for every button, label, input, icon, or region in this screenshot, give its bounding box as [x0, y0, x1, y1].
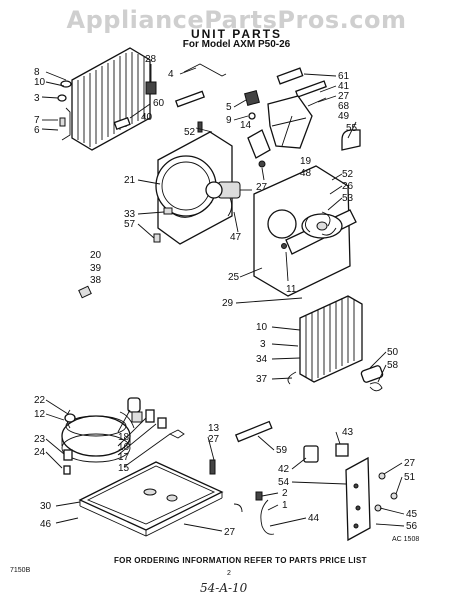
ordering-footer: FOR ORDERING INFORMATION REFER TO PARTS … — [114, 556, 367, 565]
callout-19: 19 — [300, 156, 312, 167]
callout-42: 42 — [278, 464, 290, 475]
callout-3: 3 — [34, 93, 40, 104]
callout-53: 53 — [342, 193, 354, 204]
gasket-part-61 — [276, 67, 304, 85]
bracket-assembly-14 — [247, 95, 313, 159]
rod-part-4 — [183, 63, 227, 77]
callout-15: 15 — [118, 463, 130, 474]
page-number: 2 — [227, 570, 231, 577]
callout-55: 55 — [346, 123, 358, 134]
callout-22: 22 — [34, 395, 46, 406]
callout-52: 52 — [184, 127, 196, 138]
callout-11: 11 — [286, 284, 297, 295]
callout-47: 47 — [230, 232, 242, 243]
callout-30: 30 — [40, 501, 52, 512]
control-panel — [345, 456, 371, 542]
strip-part — [174, 90, 206, 108]
callout-8: 8 — [34, 67, 40, 78]
callout-39: 39 — [90, 263, 102, 274]
callout-10: 10 — [34, 77, 46, 88]
callout-16: 16 — [118, 442, 130, 453]
condenser-fan-blade — [301, 211, 343, 239]
callout-61: 61 — [338, 71, 350, 82]
callout-51: 51 — [404, 472, 416, 483]
callout-43: 43 — [342, 427, 354, 438]
callout-27: 27 — [256, 182, 268, 193]
callout-numbers: 8 10 3 7 6 28 60 40 4 52 61 41 27 68 49 … — [34, 54, 418, 538]
callout-34: 34 — [256, 354, 268, 365]
callout-27: 27 — [224, 527, 236, 538]
callout-27: 27 — [208, 434, 220, 445]
callout-1: 1 — [282, 500, 288, 511]
callout-46: 46 — [40, 519, 52, 530]
callout-58: 58 — [387, 360, 399, 371]
form-code: 7150B — [10, 567, 31, 574]
base-pan — [78, 461, 224, 537]
diagram-subtitle: For Model AXM P50-26 — [182, 39, 291, 50]
callout-41: 41 — [338, 81, 350, 92]
callout-14: 14 — [240, 120, 252, 131]
callout-3: 3 — [260, 339, 266, 350]
callout-37: 37 — [256, 374, 268, 385]
callout-7: 7 — [34, 115, 40, 126]
callout-48: 48 — [300, 168, 312, 179]
callout-29: 29 — [222, 298, 234, 309]
callout-20: 20 — [90, 250, 102, 261]
callout-52: 52 — [342, 169, 354, 180]
callout-24: 24 — [34, 447, 46, 458]
callout-4: 4 — [168, 69, 174, 80]
callout-27: 27 — [404, 458, 416, 469]
callout-26: 26 — [342, 181, 354, 192]
callout-27: 27 — [338, 91, 350, 102]
callout-59: 59 — [276, 445, 288, 456]
condenser-coil — [287, 295, 363, 385]
callout-33: 33 — [124, 209, 136, 220]
callout-25: 25 — [228, 272, 240, 283]
callout-57: 57 — [124, 219, 136, 230]
callout-21: 21 — [124, 175, 136, 186]
callout-50: 50 — [387, 347, 399, 358]
callout-6: 6 — [34, 125, 40, 136]
drawing-code: AC 1508 — [392, 536, 419, 543]
watermark: AppliancePartsPros.com — [66, 6, 407, 34]
callout-10: 10 — [256, 322, 268, 333]
callout-18: 18 — [118, 432, 130, 443]
callout-2: 2 — [282, 488, 288, 499]
callout-40: 40 — [141, 112, 153, 123]
clip-part-55 — [341, 129, 361, 151]
callout-13: 13 — [208, 423, 220, 434]
handwritten-note: 54-A-10 — [200, 581, 248, 595]
callout-38: 38 — [90, 275, 102, 286]
callout-28: 28 — [145, 54, 157, 65]
callout-45: 45 — [406, 509, 418, 520]
callout-49: 49 — [338, 111, 350, 122]
callout-23: 23 — [34, 434, 46, 445]
callout-68: 68 — [338, 101, 350, 112]
callout-60: 60 — [153, 98, 165, 109]
compressor — [61, 409, 135, 463]
overload-parts — [127, 397, 185, 439]
diagram-title: UNIT PARTS — [190, 27, 283, 41]
blower-housing — [155, 131, 233, 245]
callout-12: 12 — [34, 409, 46, 420]
callout-44: 44 — [308, 513, 320, 524]
callout-5: 5 — [226, 102, 232, 113]
blower-motor — [205, 181, 252, 217]
evaporator-coil — [61, 47, 151, 151]
callout-56: 56 — [406, 521, 418, 532]
leader-lines — [41, 64, 405, 532]
callout-17: 17 — [118, 452, 130, 463]
callout-54: 54 — [278, 477, 290, 488]
callout-9: 9 — [226, 115, 232, 126]
